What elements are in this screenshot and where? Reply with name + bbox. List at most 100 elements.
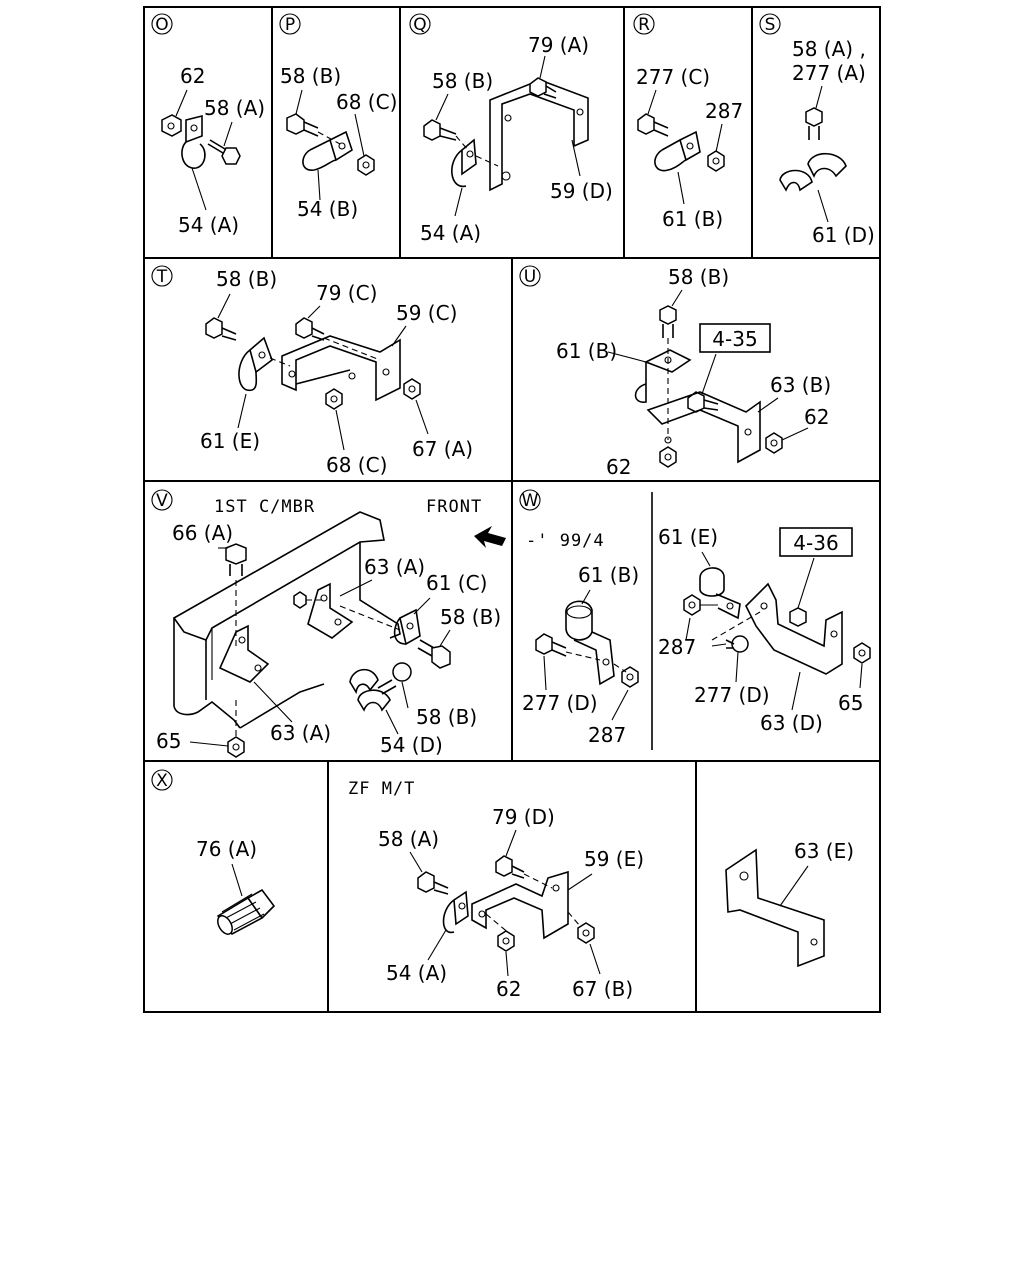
nut-icon xyxy=(293,591,307,609)
part-label: 68 (C) xyxy=(336,90,397,114)
bracket-icon xyxy=(646,391,761,464)
panel-x: X 76 (A) xyxy=(151,769,276,936)
part-label: 58 (A) xyxy=(204,96,265,120)
nut-icon xyxy=(765,432,783,454)
bolt-icon xyxy=(725,635,749,653)
bracket-icon xyxy=(307,582,354,639)
transmission-note: ZF M/T xyxy=(348,779,415,799)
nut-icon xyxy=(659,446,677,468)
part-label: 61 (E) xyxy=(200,429,260,453)
nut-icon xyxy=(403,378,421,400)
front-label: FRONT xyxy=(426,497,482,517)
clip-icon xyxy=(565,600,615,686)
part-label: 58 (B) xyxy=(416,705,477,729)
panel-p: P 58 (B) 68 (C) 54 (B) xyxy=(279,13,397,221)
nut-icon xyxy=(621,666,639,688)
part-label: 277 (D) xyxy=(694,683,770,707)
clip-icon xyxy=(302,130,353,171)
part-label: 66 (A) xyxy=(172,521,233,545)
clamp-icon xyxy=(779,152,847,192)
part-label: 59 (D) xyxy=(550,179,613,203)
panel-o-letter: O xyxy=(155,15,168,35)
nut-icon xyxy=(577,922,595,944)
part-label: 63 (E) xyxy=(794,839,854,863)
bolt-icon xyxy=(377,662,412,695)
bolt-icon xyxy=(225,543,247,576)
front-arrow-icon xyxy=(474,526,506,548)
crossmember-note: 1ST C/MBR xyxy=(214,497,315,517)
panel-o: O 62 58 (A) 54 (A) xyxy=(151,13,265,237)
nut-icon xyxy=(683,594,701,616)
part-label: 67 (B) xyxy=(572,977,633,1001)
bolt-icon xyxy=(417,639,451,669)
bolt-icon xyxy=(789,607,807,627)
part-label: 62 xyxy=(496,977,521,1001)
part-label: 58 (B) xyxy=(432,69,493,93)
panel-p-letter: P xyxy=(285,15,295,35)
part-label: 54 (A) xyxy=(420,221,481,245)
bolt-icon xyxy=(637,113,669,137)
part-label: 58 (B) xyxy=(280,64,341,88)
part-label: 58 (A) xyxy=(378,827,439,851)
part-label: 277 (A) xyxy=(792,61,866,85)
panel-w-letter: W xyxy=(522,491,539,511)
clamp-icon xyxy=(349,668,391,712)
nut-icon xyxy=(161,114,182,137)
panel-u-letter: U xyxy=(524,267,536,287)
part-label: 54 (D) xyxy=(380,733,443,757)
nut-icon xyxy=(357,154,375,176)
bolt-icon xyxy=(805,107,823,140)
bolt-icon xyxy=(286,113,319,137)
panel-zf-mt: ZF M/T 79 (D) 58 (A) 59 (E) 54 (A) 62 67… xyxy=(348,779,644,1001)
panel-q-letter: Q xyxy=(413,15,426,35)
part-label: 63 (D) xyxy=(760,711,823,735)
part-label: 65 xyxy=(838,691,863,715)
panel-r: R 277 (C) 287 61 (B) xyxy=(633,13,743,231)
part-label: 68 (C) xyxy=(326,453,387,477)
part-label: 58 (A) , xyxy=(792,37,866,61)
bracket-icon xyxy=(281,335,401,402)
bracket-icon xyxy=(489,79,589,192)
nut-icon xyxy=(707,150,725,172)
bolt-icon xyxy=(687,391,719,413)
panel-r-letter: R xyxy=(638,15,650,35)
bracket-icon xyxy=(725,848,825,968)
bolt-icon xyxy=(207,139,241,165)
panel-s-letter: S xyxy=(765,15,776,35)
part-label: 59 (E) xyxy=(584,847,644,871)
part-label: 58 (B) xyxy=(216,267,277,291)
part-label: 54 (A) xyxy=(386,961,447,985)
part-label: 61 (B) xyxy=(662,207,723,231)
clip-icon xyxy=(654,130,701,172)
bolt-icon xyxy=(495,855,525,879)
nut-icon xyxy=(853,642,871,664)
part-label: 58 (B) xyxy=(668,265,729,289)
part-label: 79 (A) xyxy=(528,33,589,57)
reference-box-label: 4-35 xyxy=(712,327,757,351)
panel-grid xyxy=(143,6,881,1013)
part-label: 61 (B) xyxy=(578,563,639,587)
part-label: 63 (A) xyxy=(364,555,425,579)
clip-icon xyxy=(442,890,469,933)
clip-icon xyxy=(451,138,477,188)
panel-q: Q 79 (A) 58 (B) 59 (D) 54 (A) xyxy=(409,13,613,245)
part-label: 63 (B) xyxy=(770,373,831,397)
part-label: 277 (D) xyxy=(522,691,598,715)
bracket-icon xyxy=(745,582,843,675)
bolt-icon xyxy=(535,633,567,657)
nut-icon xyxy=(325,388,343,410)
part-label: 79 (D) xyxy=(492,805,555,829)
part-label: 61 (C) xyxy=(426,571,487,595)
reference-box xyxy=(699,323,771,353)
panel-w: W -' 99/4 61 (B) 277 (D) 287 61 (E) 4-36… xyxy=(519,489,871,747)
grease-fitting-icon xyxy=(216,888,276,936)
part-label: 287 xyxy=(588,723,626,747)
part-label: 61 (B) xyxy=(556,339,617,363)
part-label: 61 (E) xyxy=(658,525,718,549)
panel-bracket-63e: 63 (E) xyxy=(725,839,854,968)
bolt-icon xyxy=(295,317,325,341)
part-label: 58 (B) xyxy=(440,605,501,629)
clip-icon xyxy=(181,114,206,169)
nut-icon xyxy=(227,736,245,758)
